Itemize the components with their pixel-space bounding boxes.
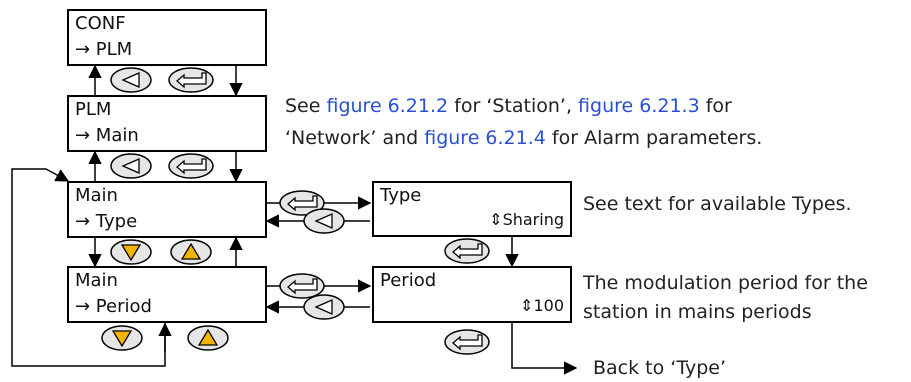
note-text: for bbox=[699, 95, 732, 117]
screen-main-period: Main → Period bbox=[67, 266, 267, 323]
plm-note-line-1: See figure 6.21.2 for ‘Station’, figure … bbox=[285, 92, 732, 120]
arrow-loop-to-main-type bbox=[11, 168, 166, 367]
screen-line-1: CONF bbox=[75, 13, 126, 34]
page-key-icon bbox=[110, 153, 152, 179]
page-key-icon bbox=[110, 67, 152, 93]
plm-note-line-2: ‘Network’ and figure 6.21.4 for Alarm pa… bbox=[285, 124, 762, 152]
back-to-type-note: Back to ‘Type’ bbox=[593, 357, 726, 379]
scroll-key-icon bbox=[444, 238, 490, 264]
screen-plm: PLM → Main bbox=[67, 95, 267, 152]
figure-6-21-3-link[interactable]: figure 6.21.3 bbox=[578, 95, 700, 117]
period-note-line-1: The modulation period for the bbox=[583, 272, 868, 294]
type-note: See text for available Types. bbox=[583, 193, 852, 215]
screen-type-value: Type ⇕Sharing bbox=[372, 181, 572, 237]
screen-period-value: Period ⇕100 bbox=[372, 266, 572, 323]
raise-key-icon bbox=[187, 325, 229, 351]
arrow-back-to-type bbox=[511, 323, 578, 375]
lower-key-icon bbox=[110, 239, 152, 265]
screen-line-1: Main bbox=[75, 185, 118, 206]
screen-line-1: Main bbox=[75, 270, 118, 291]
note-text: for ‘Station’, bbox=[448, 95, 579, 117]
figure-6-21-4-link[interactable]: figure 6.21.4 bbox=[424, 127, 546, 149]
page-key-icon bbox=[303, 294, 345, 320]
screen-line-1: PLM bbox=[75, 99, 112, 120]
note-text: See bbox=[285, 95, 327, 117]
raise-key-icon bbox=[170, 239, 212, 265]
screen-line-2: → Type bbox=[75, 211, 138, 232]
scroll-key-icon bbox=[168, 67, 214, 93]
lower-key-icon bbox=[101, 325, 143, 351]
screen-conf: CONF → PLM bbox=[67, 9, 267, 66]
note-text: ‘Network’ and bbox=[285, 127, 425, 149]
screen-line-2: → PLM bbox=[75, 39, 133, 60]
scroll-key-icon bbox=[444, 329, 490, 355]
type-value: ⇕Sharing bbox=[489, 210, 564, 229]
screen-line-1: Period bbox=[380, 270, 437, 291]
period-note-line-2: station in mains periods bbox=[583, 301, 812, 323]
screen-main-type: Main → Type bbox=[67, 181, 267, 238]
screen-line-2: → Main bbox=[75, 125, 139, 146]
page-key-icon bbox=[303, 208, 345, 234]
scroll-key-icon bbox=[168, 153, 214, 179]
screen-line-2: → Period bbox=[75, 296, 152, 317]
figure-6-21-2-link[interactable]: figure 6.21.2 bbox=[326, 95, 449, 117]
period-value: ⇕100 bbox=[520, 296, 564, 315]
note-text: for Alarm parameters. bbox=[545, 127, 763, 149]
screen-line-1: Type bbox=[380, 185, 422, 206]
scroll-key-icon bbox=[279, 273, 325, 299]
